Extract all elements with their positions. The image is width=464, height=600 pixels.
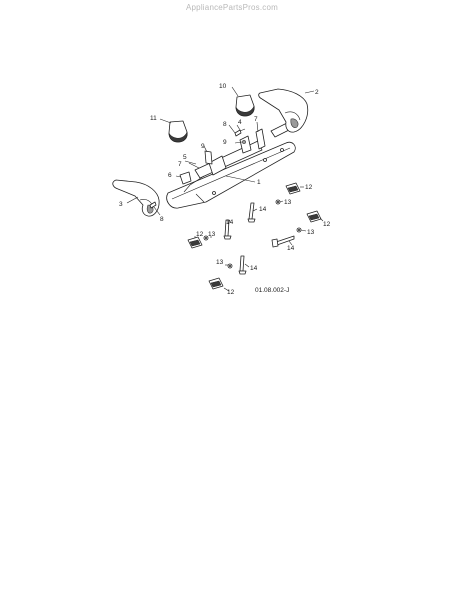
callout-3: 3 [119, 201, 123, 208]
part-2-right-grip [258, 88, 309, 133]
part-10-knob [235, 94, 255, 117]
callout-14a: 14 [259, 206, 267, 213]
part-6-block [179, 171, 192, 185]
callout-1: 1 [257, 179, 261, 186]
watermark-text: AppliancePartsPros.com [186, 3, 278, 12]
callout-4: 4 [238, 119, 242, 126]
callout-9b: 9 [201, 143, 205, 150]
callout-8b: 8 [160, 216, 164, 223]
callout-12d: 12 [227, 289, 235, 296]
part-9-clips [204, 140, 246, 165]
callout-14c: 14 [287, 245, 295, 252]
callout-8a: 8 [223, 121, 227, 128]
part-1-crossbar [166, 141, 296, 209]
callout-5: 5 [183, 154, 187, 161]
callout-13b: 13 [307, 229, 315, 236]
drawing-code: 01.08.002-J [255, 287, 289, 294]
part-11-knob [168, 120, 188, 143]
part-8-screws [149, 128, 246, 209]
part-14-bolts [223, 202, 295, 275]
callout-labels: 1 2 3 4 5 6 7 7 8 8 9 9 10 11 12 12 12 1… [119, 83, 331, 296]
callout-14b: 14 [226, 219, 234, 226]
callout-14d: 14 [250, 265, 258, 272]
callout-12c: 12 [196, 231, 204, 238]
part-12-nuts [187, 182, 322, 290]
callout-12b: 12 [323, 221, 331, 228]
callout-7b: 7 [254, 116, 258, 123]
callout-13a: 13 [284, 199, 292, 206]
callout-2: 2 [315, 89, 319, 96]
callout-10: 10 [219, 83, 227, 90]
leader-lines [126, 86, 324, 292]
part-13-washers [203, 199, 302, 269]
callout-12a: 12 [305, 184, 313, 191]
callout-13c: 13 [208, 231, 216, 238]
callout-6: 6 [168, 172, 172, 179]
callout-7a: 7 [178, 161, 182, 168]
callout-11: 11 [150, 115, 157, 122]
callout-9a: 9 [223, 139, 227, 146]
callout-13d: 13 [216, 259, 224, 266]
